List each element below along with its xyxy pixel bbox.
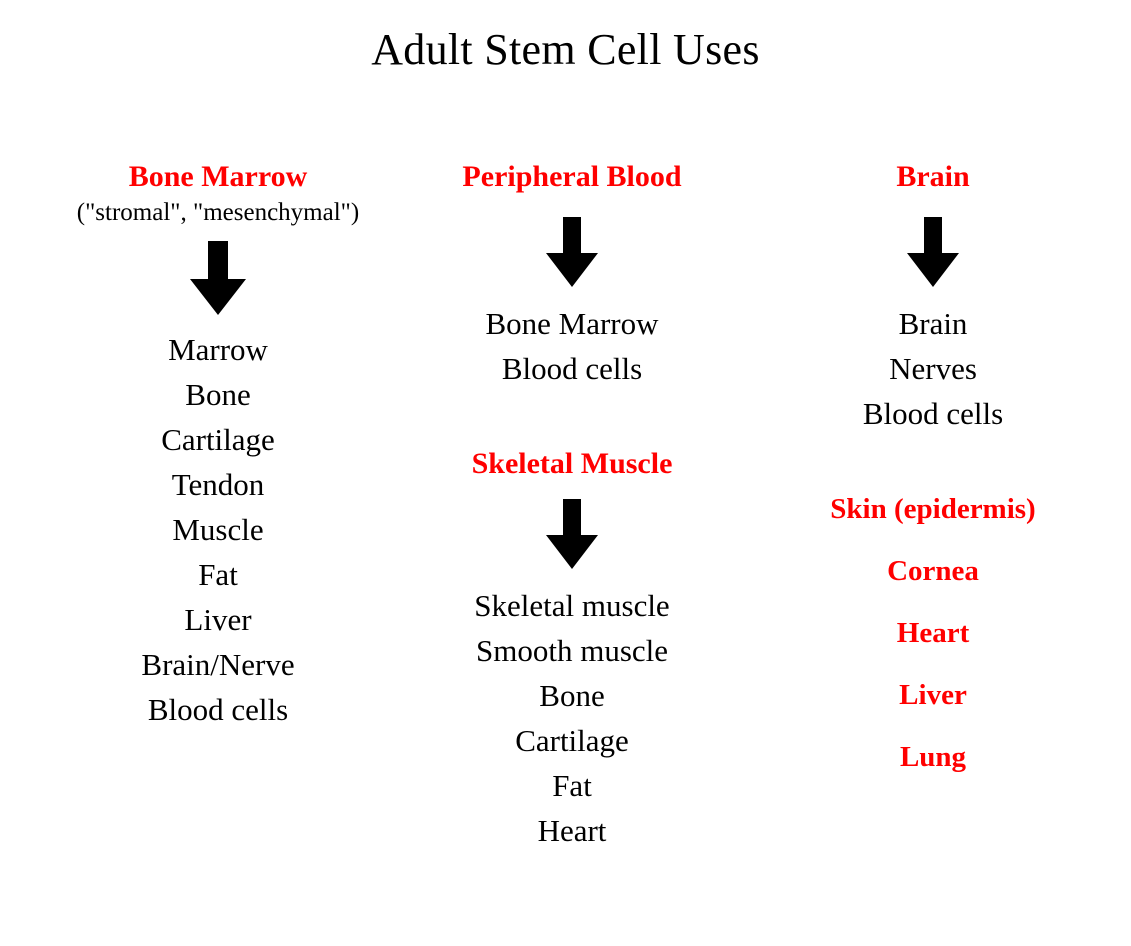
list-item: Brain xyxy=(898,305,968,341)
list-item: Fat xyxy=(552,768,592,803)
list-item: Smooth muscle xyxy=(475,633,669,668)
column-blood-and-muscle: Peripheral Blood Bone Marrow Blood cells… xyxy=(412,160,732,853)
list-item: Cartilage xyxy=(515,723,629,758)
group-brain: Brain Brain Nerves Blood cells xyxy=(770,160,1096,436)
column-brain-and-other: Brain Brain Nerves Blood cells Skin (epi… xyxy=(770,160,1096,788)
list-item: Brain/Nerve xyxy=(141,647,295,683)
list-item: Lung xyxy=(899,740,967,773)
list-item: Blood cells xyxy=(501,350,643,386)
list-item: Marrow xyxy=(168,332,268,368)
group-peripheral-blood: Peripheral Blood Bone Marrow Blood cells xyxy=(412,160,732,391)
list-item: Skin (epidermis) xyxy=(830,492,1036,525)
list-item: Liver xyxy=(184,602,252,638)
list-item: Heart xyxy=(537,813,607,848)
list-item: Skeletal muscle xyxy=(474,588,670,623)
list-item: Muscle xyxy=(172,512,264,548)
list-item: Cornea xyxy=(887,554,979,587)
arrow-brain xyxy=(770,216,1096,287)
list-item: Blood cells xyxy=(147,692,289,728)
heading-peripheral-blood: Peripheral Blood xyxy=(462,160,682,193)
column-bone-marrow: Bone Marrow ("stromal", "mesenchymal") M… xyxy=(48,160,388,732)
list-brain-derivatives: Brain Nerves Blood cells xyxy=(770,301,1096,436)
down-arrow-icon xyxy=(546,499,598,569)
heading-brain: Brain xyxy=(896,160,970,193)
list-item: Tendon xyxy=(171,467,265,503)
list-item: Bone xyxy=(185,377,251,413)
list-item: Heart xyxy=(896,616,970,649)
list-item: Bone Marrow xyxy=(485,305,659,341)
list-item: Cartilage xyxy=(161,422,275,458)
list-item: Fat xyxy=(198,557,238,593)
heading-skeletal-muscle: Skeletal Muscle xyxy=(471,446,673,480)
list-item: Nerves xyxy=(889,350,977,386)
list-peripheral-blood-derivatives: Bone Marrow Blood cells xyxy=(412,301,732,391)
list-item: Blood cells xyxy=(862,395,1004,431)
down-arrow-icon xyxy=(190,241,246,316)
arrow-skeletal-muscle xyxy=(412,499,732,569)
list-item: Bone xyxy=(539,678,605,713)
down-arrow-icon xyxy=(546,216,598,287)
arrow-peripheral-blood xyxy=(412,216,732,287)
list-other-stem-cell-sources: Skin (epidermis) Cornea Heart Liver Lung xyxy=(770,478,1096,788)
heading-bone-marrow: Bone Marrow xyxy=(128,160,308,193)
subheading-bone-marrow: ("stromal", "mesenchymal") xyxy=(76,198,360,226)
group-skeletal-muscle: Skeletal Muscle Skeletal muscle Smooth m… xyxy=(412,447,732,854)
group-bone-marrow: Bone Marrow ("stromal", "mesenchymal") M… xyxy=(48,160,388,732)
list-skeletal-muscle-derivatives: Skeletal muscle Smooth muscle Bone Carti… xyxy=(412,583,732,853)
list-bone-marrow-derivatives: Marrow Bone Cartilage Tendon Muscle Fat … xyxy=(48,327,388,732)
page-title: Adult Stem Cell Uses xyxy=(371,25,760,74)
list-item: Liver xyxy=(899,678,967,711)
down-arrow-icon xyxy=(907,216,959,287)
arrow-bone-marrow xyxy=(48,241,388,316)
